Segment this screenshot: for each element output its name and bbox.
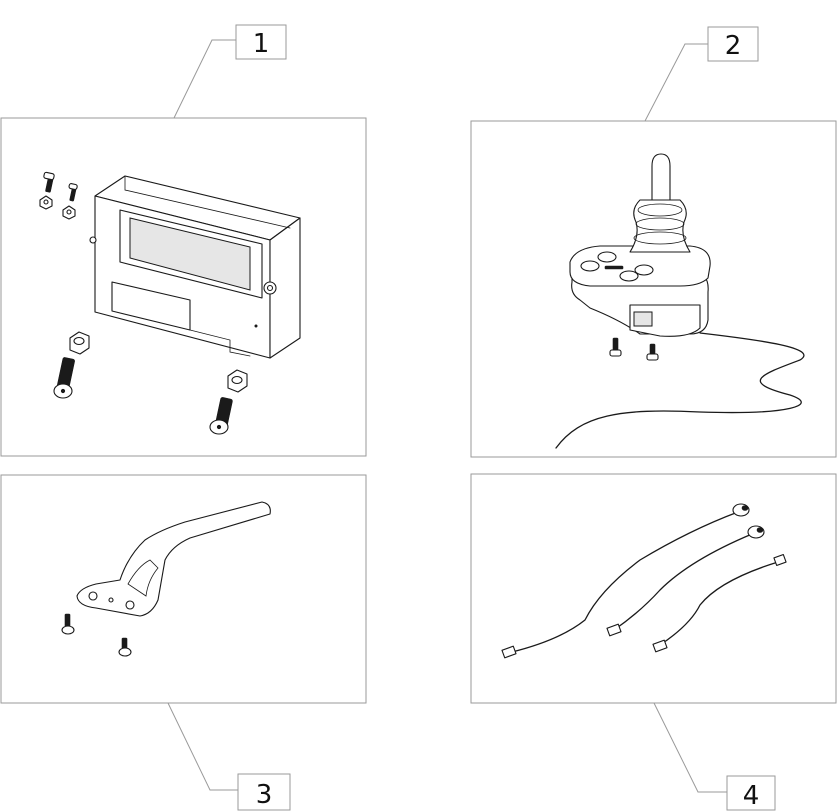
callout-1-leader [173,39,236,119]
callout-2-label: 2 [725,31,742,61]
panel-3-frame [0,474,367,704]
callout-2-box [707,26,759,62]
callout-3-box [237,773,291,811]
callout-3-leader [167,702,238,791]
callout-1-label: 1 [253,29,270,59]
callout-1: 1 [173,24,287,119]
callout-2-leader [644,43,708,122]
callout-2: 2 [644,26,759,122]
callout-4-label: 4 [743,781,760,811]
controller-module-with-bolts-icon [39,171,301,435]
callout-4-leader [653,702,727,793]
callout-4-box [726,775,776,811]
connection-cables-icon [501,503,787,659]
callout-3: 3 [167,702,291,811]
callout-4: 4 [653,702,776,811]
joystick-control-unit-icon [555,153,805,449]
panel-4-frame [470,473,837,704]
mounting-bracket-icon [61,501,271,657]
callout-1-box [235,24,287,60]
callout-3-label: 3 [256,780,273,810]
